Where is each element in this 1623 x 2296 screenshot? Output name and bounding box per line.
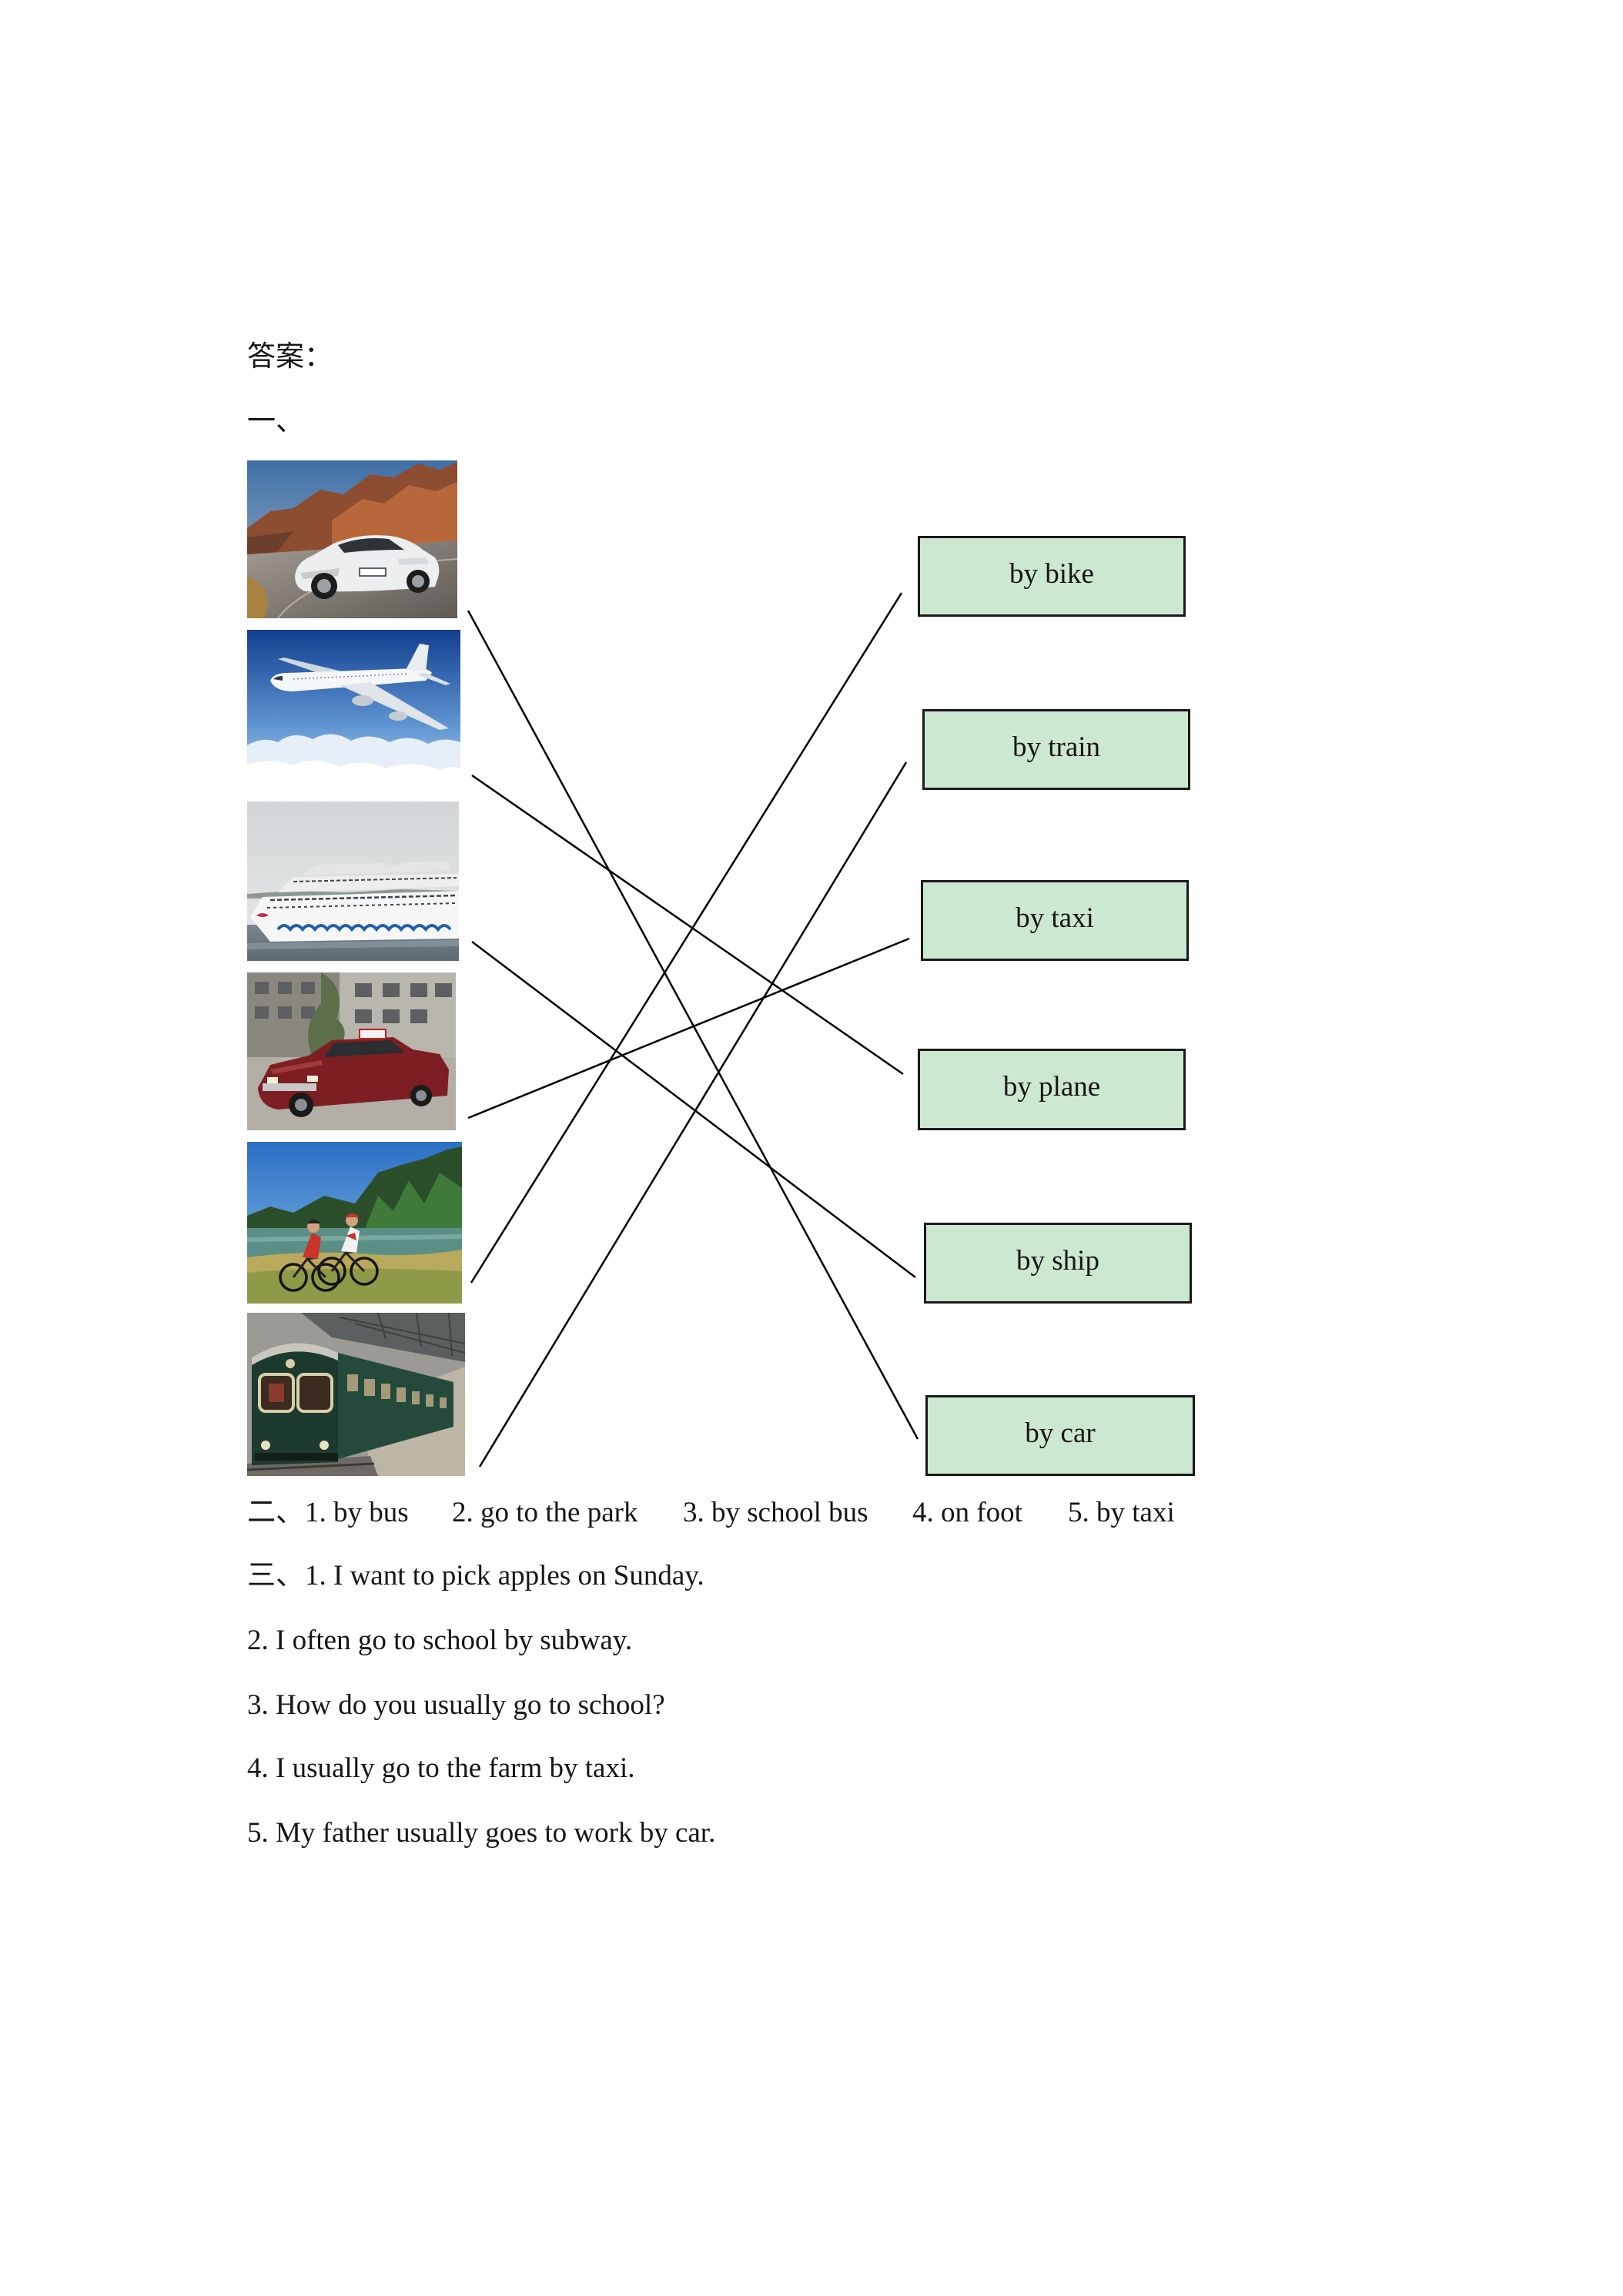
option-by-plane: by plane (918, 1049, 1186, 1130)
section-3-answer: 3. How do you usually go to school? (247, 1689, 665, 1721)
bike-photo (247, 1142, 462, 1304)
option-by-ship: by ship (924, 1223, 1192, 1304)
section-3-answer: 1. I want to pick apples on Sunday. (305, 1560, 704, 1591)
section-1-label: 一、 (247, 406, 304, 437)
option-label: by plane (1002, 1071, 1101, 1103)
car-photo (247, 460, 457, 618)
option-label: by train (1012, 731, 1101, 763)
option-by-taxi: by taxi (921, 880, 1189, 961)
match-line-5 (470, 592, 903, 1284)
option-label: by taxi (1016, 902, 1094, 934)
section-3-label: 三、 (247, 1560, 304, 1591)
section-3-answer: 5. My father usually goes to work by car… (247, 1817, 716, 1849)
section-3-answer: 4. I usually go to the farm by taxi. (247, 1752, 635, 1784)
ship-photo (247, 802, 459, 961)
option-by-bike: by bike (918, 536, 1186, 617)
option-label: by bike (1009, 557, 1094, 590)
answer-heading: 答案： (247, 341, 333, 373)
option-by-train: by train (922, 709, 1190, 790)
section-2-label: 二、 (247, 1497, 304, 1528)
section-3-answer: 2. I often go to school by subway. (247, 1625, 633, 1656)
option-label: by car (1025, 1417, 1096, 1449)
section-2-answer: 5. by taxi (1068, 1497, 1175, 1528)
option-by-car: by car (925, 1395, 1195, 1476)
match-line-1 (467, 610, 919, 1440)
section-2-answer: 4. on foot (912, 1497, 1022, 1528)
option-label: by ship (1016, 1244, 1099, 1277)
section-2-answer: 3. by school bus (683, 1497, 868, 1528)
section-2-answer: 2. go to the park (452, 1497, 638, 1528)
match-line-6 (478, 761, 908, 1468)
match-line-4 (467, 937, 910, 1120)
plane-photo (247, 630, 460, 790)
section-2-answer: 1. by bus (305, 1497, 409, 1528)
taxi-photo (247, 972, 456, 1130)
match-line-3 (471, 941, 916, 1278)
train-photo (247, 1313, 465, 1476)
match-line-2 (471, 774, 904, 1076)
